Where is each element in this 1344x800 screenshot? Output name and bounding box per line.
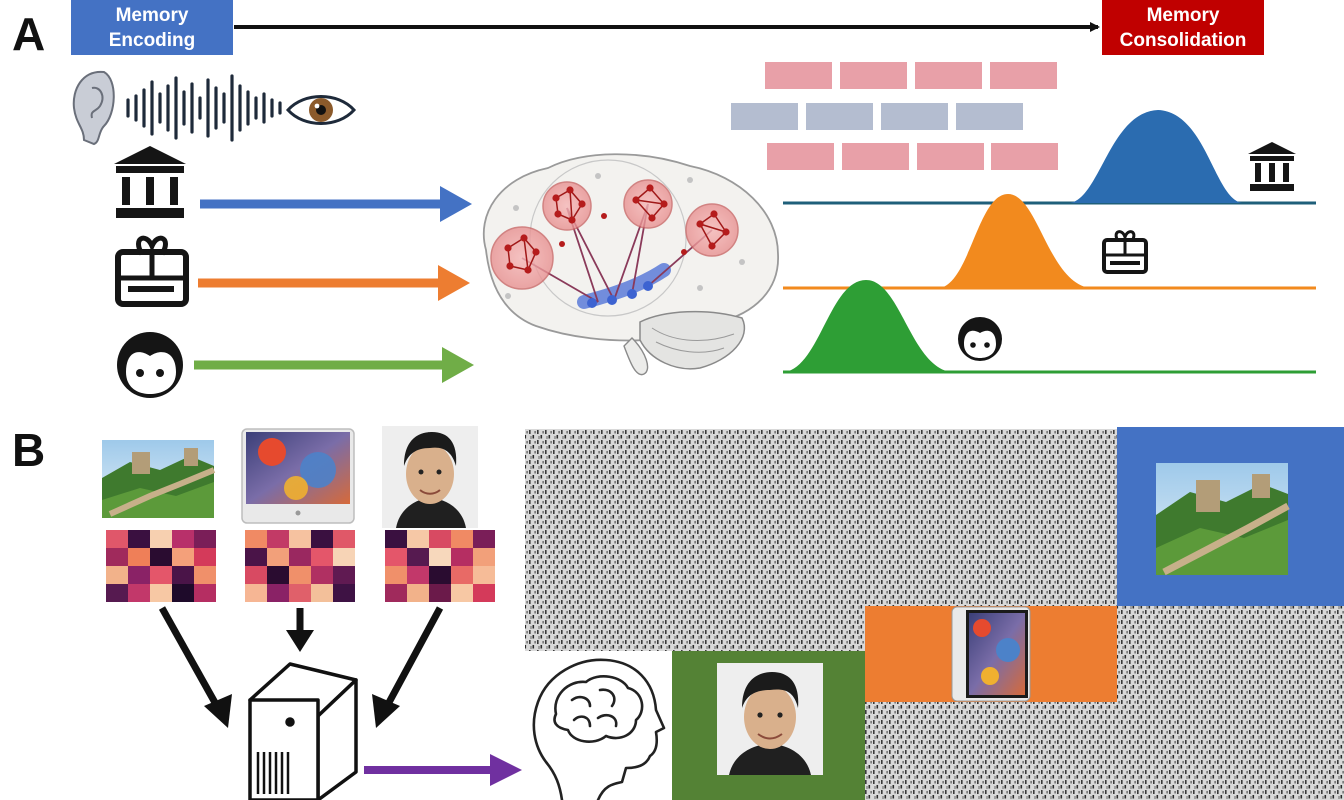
heatmap-arrows [158, 606, 444, 710]
gift-card-icon [115, 235, 189, 307]
face-arrowhead [442, 347, 474, 383]
sound-wave-icon [126, 74, 282, 142]
encoding-label-line2: Encoding [109, 30, 196, 51]
server-icon [248, 662, 358, 800]
face-icon [117, 332, 183, 398]
heatmap-3 [385, 530, 495, 602]
overlay-portrait [672, 651, 865, 800]
museum-icon [114, 146, 186, 218]
replay-bars [731, 62, 1058, 170]
great-wall-photo [102, 440, 216, 518]
museum-arrowhead [440, 186, 472, 222]
panel-b-letter: B [12, 424, 45, 476]
arrowhead-middle [286, 630, 314, 652]
portrait-photo [382, 426, 478, 528]
overlay-great-wall [1117, 427, 1344, 606]
gift-arrowhead [438, 265, 470, 301]
arrowhead-right [372, 694, 400, 728]
consolidation-curves [783, 110, 1316, 374]
face-small-icon [958, 317, 1002, 361]
arrowhead-left [204, 694, 232, 728]
panel-a-letter: A [12, 8, 45, 60]
memory-consolidation-box: Memory Consolidation [1102, 0, 1264, 55]
eye-icon [285, 95, 357, 125]
brain-illustration [482, 153, 779, 376]
overlay-tablet [865, 606, 1117, 702]
decode-arrowhead [490, 754, 522, 786]
heatmap-2 [245, 530, 355, 602]
museum-small-icon [1248, 142, 1296, 191]
consolidation-label-line1: Memory [1147, 5, 1220, 26]
encoding-label-line1: Memory [116, 5, 189, 26]
consolidation-label-line2: Consolidation [1120, 30, 1247, 51]
ear-icon [72, 70, 115, 146]
head-brain-icon [532, 658, 666, 800]
memory-encoding-box: Memory Encoding [71, 0, 233, 55]
heatmap-1 [106, 530, 216, 602]
gift-card-small-icon [1102, 230, 1148, 274]
tablet-photo [241, 428, 355, 524]
